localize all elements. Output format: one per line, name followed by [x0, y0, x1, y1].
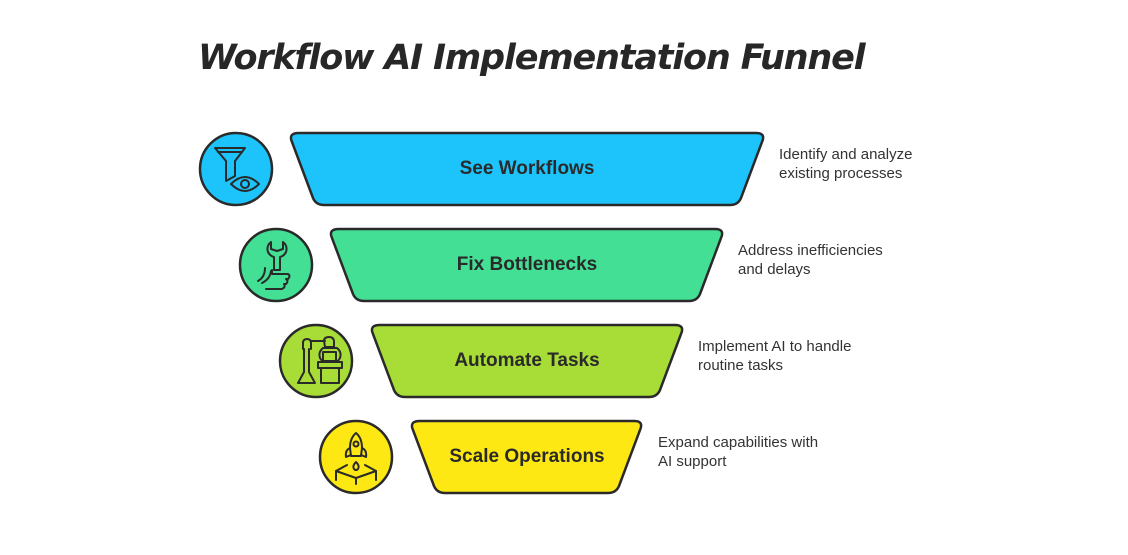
funnel-eye-icon: [214, 147, 260, 192]
description-line: existing processes: [779, 165, 903, 182]
description-line: Expand capabilities with: [658, 434, 819, 451]
stage-description-1: Identify and analyze existing processes: [779, 145, 912, 183]
stage-label-see-workflows: See Workflows: [459, 158, 595, 179]
funnel-stage-1: [198, 131, 765, 207]
description-line: routine tasks: [698, 357, 784, 374]
stage-shape: [370, 323, 684, 399]
description-line: AI support: [658, 453, 727, 470]
rocket-launch-icon: [335, 432, 377, 485]
stage-label-scale-operations: Scale Operations: [449, 446, 605, 467]
funnel-stage-2: [238, 227, 724, 303]
robot-arm-icon: [297, 336, 343, 384]
funnel-stage-3: [278, 323, 684, 399]
stage-description-4: Expand capabilities with AI support: [658, 433, 818, 471]
description-line: Implement AI to handle: [698, 338, 852, 355]
stage-description-3: Implement AI to handle routine tasks: [698, 337, 851, 375]
stage-shape: [289, 131, 765, 207]
description-line: and delays: [738, 261, 811, 278]
stage-label-automate-tasks: Automate Tasks: [454, 350, 600, 371]
description-line: Address inefficiencies: [738, 242, 883, 259]
stage-label-fix-bottlenecks: Fix Bottlenecks: [456, 254, 598, 275]
stage-shape: [410, 419, 643, 495]
stage-icon-circle: [238, 227, 314, 303]
funnel-stage-4: [318, 419, 643, 495]
stage-description-2: Address inefficiencies and delays: [738, 241, 883, 279]
description-line: Identify and analyze: [779, 146, 913, 163]
wrench-hand-icon: [257, 241, 291, 290]
stage-shape: [329, 227, 724, 303]
diagram-title: Workflow AI Implementation Funnel: [198, 38, 866, 78]
